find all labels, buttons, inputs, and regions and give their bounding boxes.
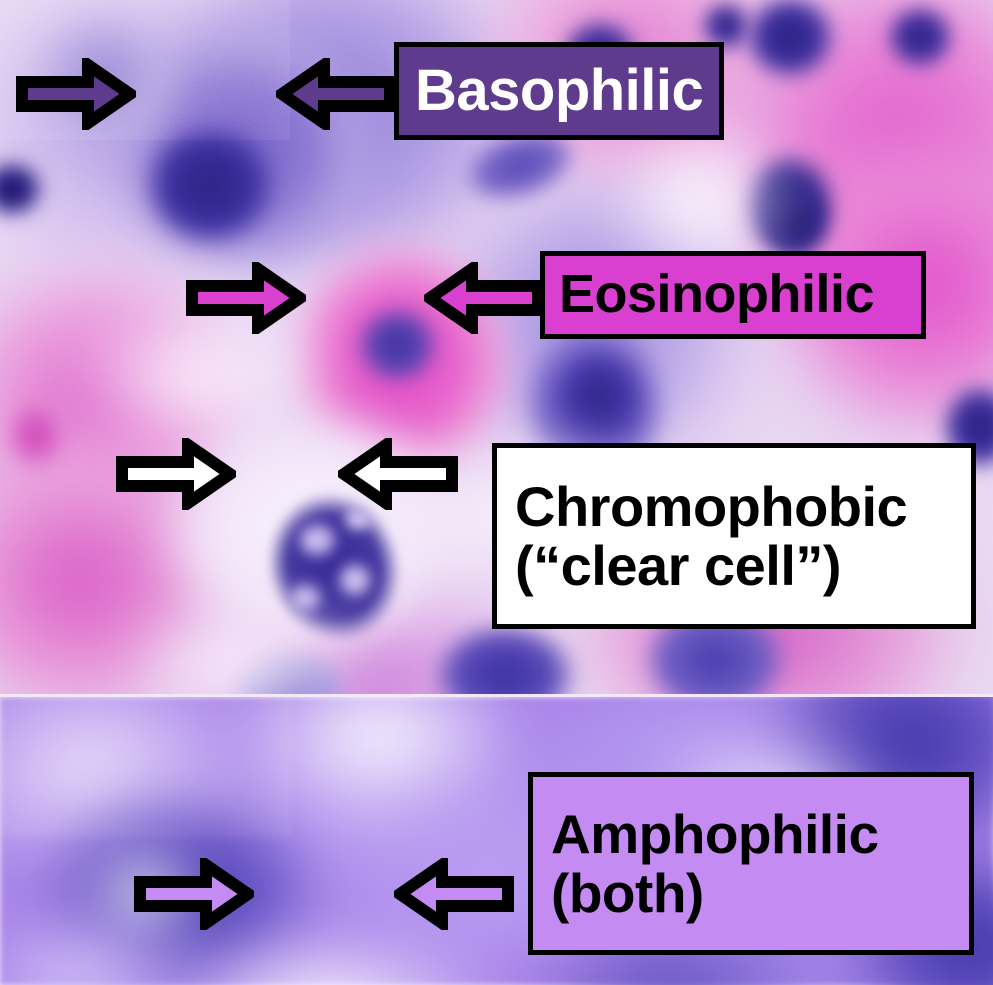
label-chromophobic-line-1: Chromophobic xyxy=(515,474,908,538)
chromatin-clearing xyxy=(340,565,370,595)
label-eosinophilic: Eosinophilic xyxy=(540,251,926,339)
label-amphophilic-line-2: (both) xyxy=(551,861,704,924)
label-amphophilic-line-1: Amphophilic xyxy=(551,803,879,866)
label-eosinophilic-line-1: Eosinophilic xyxy=(559,264,875,325)
label-basophilic-line-1: Basophilic xyxy=(415,58,704,124)
arrow-basophilic-left xyxy=(16,58,136,130)
tissue-texture-grain xyxy=(0,697,290,837)
nucleus xyxy=(6,400,66,470)
label-chromophobic: Chromophobic (“clear cell”) xyxy=(492,443,976,629)
arrow-eosinophilic-left xyxy=(186,262,306,334)
arrow-amphophilic-right xyxy=(394,858,514,930)
arrow-eosinophilic-right xyxy=(424,262,544,334)
label-amphophilic: Amphophilic (both) xyxy=(528,772,974,955)
arrow-amphophilic-left xyxy=(134,858,254,930)
eosinophilic-cell-nucleus xyxy=(355,305,440,385)
arrow-chromophobic-right xyxy=(338,438,458,510)
chromatin-clearing xyxy=(345,508,371,530)
chromatin-clearing xyxy=(300,525,334,555)
arrow-basophilic-right xyxy=(276,58,396,130)
interstitial-clearing xyxy=(60,300,340,450)
arrow-chromophobic-left xyxy=(116,438,236,510)
basophilic-cell-nucleus xyxy=(140,120,280,250)
label-chromophobic-line-2: (“clear cell”) xyxy=(515,534,842,597)
nucleus xyxy=(742,0,838,82)
nucleus xyxy=(556,350,642,444)
interstitial-clearing xyxy=(120,600,380,694)
nucleus xyxy=(885,4,955,70)
label-basophilic: Basophilic xyxy=(394,42,724,140)
tissue-texture-grain xyxy=(0,0,290,140)
